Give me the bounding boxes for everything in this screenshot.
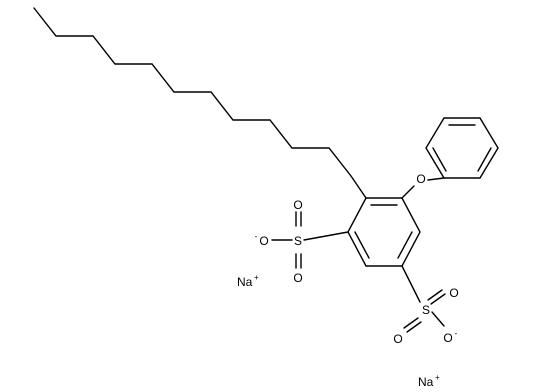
phenyl-ring — [425, 117, 499, 179]
oxygen-lower-anion-label: O — [443, 331, 452, 345]
oxygen-upper-top-label: O — [293, 198, 302, 212]
dodecyl-chain — [33, 7, 367, 199]
sulfur-lower-label: S — [422, 303, 430, 317]
benzene-ring-central — [347, 197, 421, 267]
sulfonate-lower-bonds — [401, 265, 446, 333]
sulfonate-upper-bonds — [271, 211, 349, 269]
sodium-ion-1-charge: + — [254, 273, 259, 282]
sodium-ion-1-label: Na — [237, 275, 253, 289]
ether-bonds — [401, 177, 445, 199]
anion-upper-charge: - — [255, 232, 258, 241]
anion-lower-charge: - — [455, 329, 458, 338]
sulfur-upper-label: S — [294, 234, 302, 248]
oxygen-lower-left-label: O — [393, 332, 402, 346]
sodium-ion-2-charge: + — [435, 373, 440, 382]
oxygen-lower-right-label: O — [449, 286, 458, 300]
sodium-ion-2-label: Na — [418, 375, 434, 389]
oxygen-upper-bottom-label: O — [293, 271, 302, 285]
oxygen-upper-anion-label: O — [259, 234, 268, 248]
ether-oxygen-label: O — [416, 172, 425, 186]
